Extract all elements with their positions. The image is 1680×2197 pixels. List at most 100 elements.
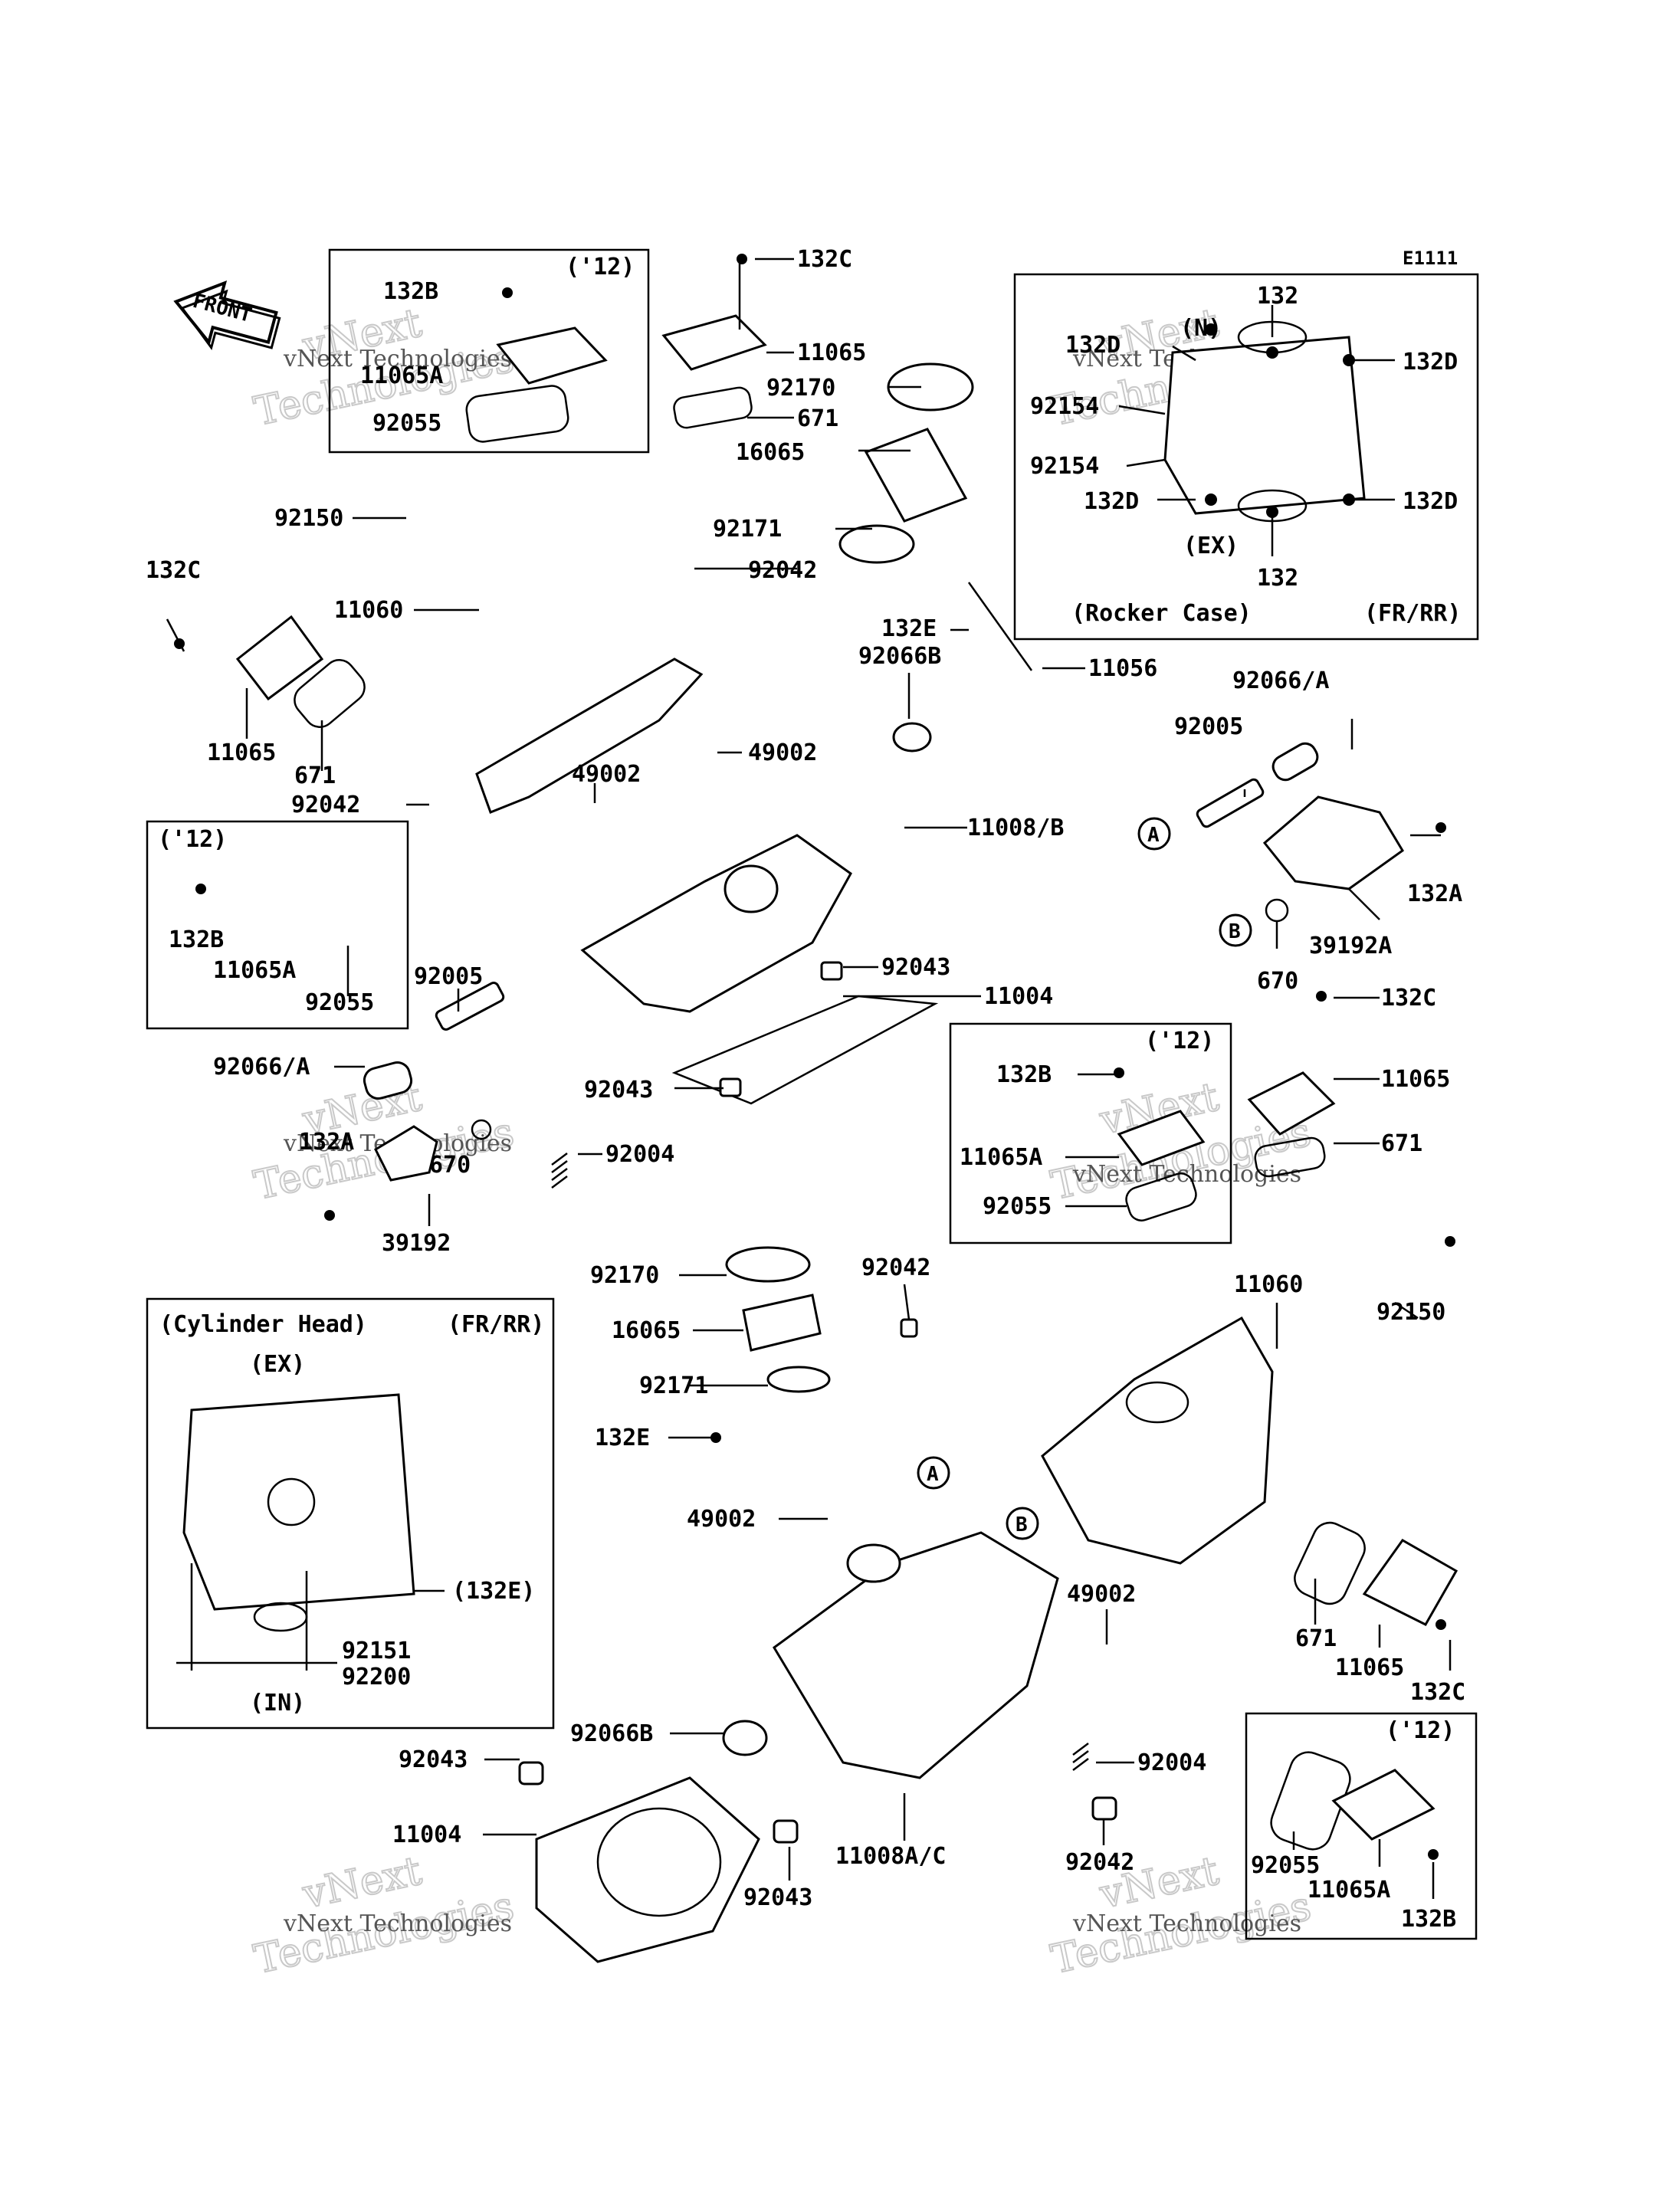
part-label-92004-top: 92004 — [605, 1141, 674, 1168]
part-label-92055-box4: 92055 — [1251, 1852, 1320, 1879]
svg-text:A: A — [927, 1463, 939, 1486]
part-label-16065-top: 16065 — [736, 439, 805, 466]
part-label-11004-top: 11004 — [984, 983, 1053, 1010]
part-label-92004-low: 92004 — [1137, 1749, 1206, 1776]
part-label-132e-low: 132E — [595, 1425, 650, 1451]
part-label-132d-3: 132D — [1084, 488, 1139, 515]
cylinder-head-variant: (FR/RR) — [448, 1311, 544, 1338]
inset-box-rocker-case — [1013, 273, 1479, 641]
year-12-label: ('12) — [158, 826, 227, 853]
bolt-markers — [174, 254, 1455, 1860]
cylinder-head-in: (IN) — [250, 1690, 305, 1717]
part-label-132b-box3: 132B — [996, 1061, 1052, 1088]
part-label-671-low: 671 — [1295, 1625, 1337, 1652]
part-label-132c-top: 132C — [797, 246, 852, 273]
part-label-11056: 11056 — [1088, 655, 1157, 682]
inset-box-12-bottom — [1245, 1712, 1478, 1940]
part-label-132-top: 132 — [1257, 283, 1298, 310]
part-label-92042-bottom: 92042 — [1065, 1849, 1134, 1876]
part-label-132b-box4: 132B — [1401, 1906, 1456, 1933]
part-label-11008ac: 11008A/C — [835, 1843, 947, 1870]
part-label-92171-top: 92171 — [713, 516, 782, 543]
inset-box-12-right — [949, 1022, 1232, 1244]
part-label-671-top: 671 — [797, 405, 838, 432]
cylinder-head-ex: (EX) — [250, 1351, 305, 1378]
part-label-11065a-box2: 11065A — [213, 957, 296, 984]
part-label-92066b-low: 92066B — [570, 1720, 653, 1747]
part-label-132e-paren: (132E) — [452, 1578, 535, 1605]
part-label-92055-box2: 92055 — [305, 989, 374, 1016]
part-label-11060-low: 11060 — [1234, 1271, 1303, 1298]
part-label-132d-1: 132D — [1065, 332, 1121, 359]
diagram-code: E1111 — [1403, 248, 1458, 269]
part-label-11008b: 11008/B — [967, 815, 1064, 841]
part-label-16065-low: 16065 — [612, 1317, 681, 1344]
part-label-11065-right: 11065 — [1381, 1066, 1450, 1093]
part-label-92043-low1: 92043 — [399, 1746, 468, 1773]
part-label-39192a: 39192A — [1309, 933, 1392, 959]
part-label-49002-a: 49002 — [572, 761, 641, 788]
part-label-49002-low2: 49002 — [1067, 1581, 1136, 1608]
part-label-92043-upper: 92043 — [881, 954, 950, 981]
part-label-132c-low: 132C — [1410, 1679, 1465, 1706]
part-label-92171-low: 92171 — [639, 1372, 708, 1399]
part-label-92055-box3: 92055 — [983, 1193, 1052, 1220]
callout-b: B — [1219, 913, 1252, 947]
callout-b: B — [1006, 1507, 1039, 1540]
part-label-92151: 92151 — [342, 1638, 411, 1664]
part-label-132b-box1: 132B — [383, 278, 438, 305]
watermark-caption: vNext Technologies — [1072, 1910, 1301, 1937]
svg-text:A: A — [1147, 824, 1160, 847]
part-label-92042-left: 92042 — [291, 792, 360, 818]
parts-art — [182, 314, 1459, 1963]
year-12-label: ('12) — [1145, 1028, 1214, 1054]
part-label-92150-top: 92150 — [274, 505, 343, 532]
inset-box-12-top — [328, 248, 650, 454]
part-label-132d-4: 132D — [1403, 488, 1458, 515]
part-label-132c-right: 132C — [1381, 985, 1436, 1012]
part-label-92066a-right: 92066/A — [1232, 667, 1329, 694]
part-label-11060-top: 11060 — [334, 597, 403, 624]
part-label-49002-low1: 49002 — [687, 1506, 756, 1533]
year-12-label: ('12) — [566, 254, 635, 280]
callout-a: A — [1137, 817, 1171, 851]
front-arrow-icon — [173, 280, 281, 351]
rocker-case-variant: (FR/RR) — [1364, 600, 1461, 627]
part-label-671-left: 671 — [294, 762, 336, 789]
part-label-11065-top: 11065 — [797, 339, 866, 366]
part-label-92042-top: 92042 — [748, 557, 817, 584]
part-label-670-right: 670 — [1257, 968, 1298, 995]
part-label-670-left: 670 — [429, 1152, 471, 1179]
part-label-92154-2: 92154 — [1030, 453, 1099, 480]
part-label-92066b-top: 92066B — [858, 643, 941, 670]
svg-text:B: B — [1229, 920, 1241, 943]
part-label-132d-2: 132D — [1403, 349, 1458, 375]
part-label-92154-1: 92154 — [1030, 393, 1099, 420]
part-label-11065a-box3: 11065A — [960, 1144, 1042, 1171]
part-label-11004-low: 11004 — [392, 1822, 461, 1848]
part-label-92043-low2: 92043 — [743, 1884, 812, 1911]
watermark-caption: vNext Technologies — [283, 1910, 512, 1937]
part-label-92005-left: 92005 — [414, 963, 483, 990]
part-label-92043-mid: 92043 — [584, 1077, 653, 1103]
part-label-132e-top: 132E — [881, 615, 937, 642]
part-label-92055-box1: 92055 — [372, 410, 441, 437]
part-label-132-bottom: 132 — [1257, 565, 1298, 592]
part-label-11065a-box1: 11065A — [360, 362, 443, 389]
part-label-671-right: 671 — [1381, 1130, 1422, 1157]
part-label-92150-low: 92150 — [1376, 1299, 1445, 1326]
part-label-92200: 92200 — [342, 1664, 411, 1690]
part-label-92042-low: 92042 — [861, 1254, 930, 1281]
year-12-label: ('12) — [1386, 1717, 1455, 1744]
part-label-92170-top: 92170 — [766, 375, 835, 402]
svg-text:B: B — [1016, 1513, 1028, 1536]
part-label-92170-low: 92170 — [590, 1262, 659, 1289]
part-label-11065a-box4: 11065A — [1308, 1877, 1390, 1904]
part-label-49002-b: 49002 — [748, 739, 817, 766]
part-label-11065-left: 11065 — [207, 739, 276, 766]
inset-box-12-left — [146, 820, 409, 1030]
callout-a: A — [917, 1456, 950, 1490]
part-label-39192: 39192 — [382, 1230, 451, 1257]
